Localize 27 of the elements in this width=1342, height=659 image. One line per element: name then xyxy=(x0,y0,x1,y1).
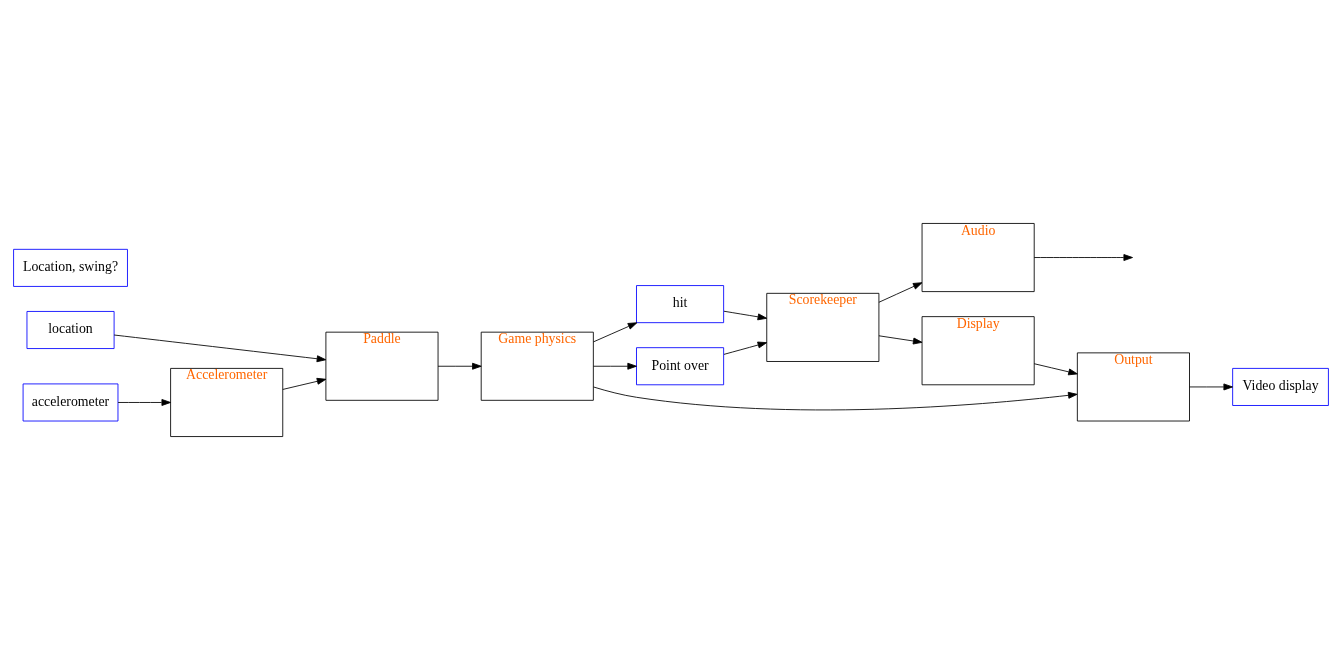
arrow xyxy=(723,341,768,355)
node-box: Output xyxy=(1076,351,1190,421)
node-box: Scorekeeper xyxy=(766,292,880,362)
arrow xyxy=(117,398,171,406)
arrow xyxy=(1189,383,1233,390)
arrow xyxy=(723,310,768,320)
node-box: hit xyxy=(636,284,725,323)
arrow xyxy=(1033,362,1078,375)
arrow xyxy=(878,281,923,303)
arrow xyxy=(282,377,327,390)
node-box: Location, swing? xyxy=(13,248,128,287)
node-box: Point over xyxy=(636,346,725,385)
node-box: Accelerometer xyxy=(170,367,284,437)
arrow xyxy=(1033,253,1133,261)
node-box: location xyxy=(26,310,115,349)
arrow xyxy=(878,334,923,344)
arrow xyxy=(593,386,1078,410)
arrow xyxy=(437,362,482,370)
node-box: Display xyxy=(921,315,1035,385)
node-box: Audio xyxy=(921,222,1035,292)
node-box: Video display xyxy=(1232,367,1329,406)
arrow xyxy=(593,321,638,342)
node-box: accelerometer xyxy=(22,383,119,421)
arrow xyxy=(593,362,637,370)
node-box: Paddle xyxy=(325,331,439,401)
node-box: Game physics xyxy=(480,331,594,401)
arrow xyxy=(113,334,327,362)
